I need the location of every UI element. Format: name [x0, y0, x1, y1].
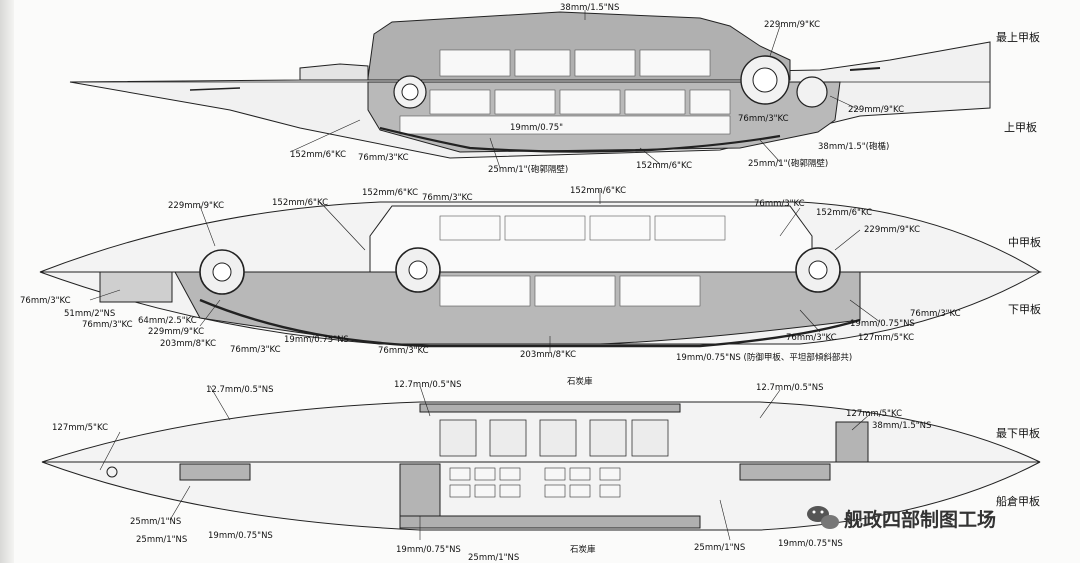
- label-mid-17: 203mm/8"KC: [520, 350, 576, 360]
- annotation-labels: 38mm/1.5"NS 229mm/9"KC 229mm/9"KC 76mm/3…: [20, 3, 1041, 563]
- top-turret-aft-inner: [401, 83, 419, 101]
- deck-label-3: 下甲板: [1008, 302, 1041, 316]
- top-gun-barrel-bow: [849, 67, 881, 71]
- bottom-hull-group: [41, 401, 1041, 531]
- label-bot-4: 127mm/5"KC: [52, 423, 108, 433]
- label-mid-21: 127mm/5"KC: [858, 333, 914, 343]
- label-mid-13: 203mm/8"KC: [160, 339, 216, 349]
- bottom-armor-fwd: [835, 421, 869, 463]
- label-mid-3: 152mm/6"KC: [570, 186, 626, 196]
- bottom-shaft-ring: [106, 466, 118, 478]
- label-mid-0: 152mm/6"KC: [272, 198, 328, 208]
- book-spine-shadow: [0, 0, 14, 563]
- deck-label-4: 最下甲板: [996, 426, 1040, 440]
- label-bot-1: 12.7mm/0.5"NS: [394, 380, 462, 390]
- label-bot-2: 石炭庫: [567, 376, 593, 387]
- label-bot-9: 19mm/0.75"NS: [208, 531, 273, 541]
- hold-engine-cells: [449, 467, 621, 498]
- hold-armor-aft: [179, 463, 251, 481]
- label-mid-1: 152mm/6"KC: [362, 188, 418, 198]
- label-top-6: 152mm/6"KC: [290, 150, 346, 160]
- label-mid-11: 64mm/2.5"KC: [138, 316, 197, 326]
- label-mid-15: 19mm/0.75"NS: [284, 335, 349, 345]
- deck-label-2: 中甲板: [1008, 235, 1041, 249]
- deck-label-5: 船倉甲板: [996, 494, 1040, 508]
- hold-armor-mid: [399, 463, 441, 517]
- top-compartments: [399, 49, 731, 135]
- watermark-text: 舰政四部制图工场: [844, 508, 996, 531]
- label-mid-20: 19mm/0.75"NS: [850, 319, 915, 329]
- lower-belt-curve: [199, 298, 861, 348]
- lower-stipple-aft: [99, 271, 173, 303]
- deck-label-1: 上甲板: [1004, 120, 1037, 134]
- label-top-10: 25mm/1"(砲郭隔壁): [748, 158, 828, 169]
- label-bot-12: 石炭庫: [570, 544, 596, 555]
- label-bot-11: 25mm/1"NS: [468, 553, 519, 563]
- bottom-boiler-block: [439, 419, 669, 457]
- top-forecastle: [299, 63, 369, 81]
- middle-compartments: [439, 215, 726, 307]
- bottom-coal-bunker-bottom: [399, 515, 701, 529]
- label-mid-16: 76mm/3"KC: [378, 346, 429, 356]
- label-top-4: 19mm/0.75": [510, 123, 563, 133]
- middle-hull-group: [39, 201, 1042, 348]
- label-top-7: 76mm/3"KC: [358, 153, 409, 163]
- label-top-5: 38mm/1.5"(砲楯): [818, 141, 889, 152]
- label-top-3: 76mm/3"KC: [738, 114, 789, 124]
- label-bot-7: 25mm/1"NS: [130, 517, 181, 527]
- hold-armor-fwd: [739, 463, 831, 481]
- label-mid-12: 229mm/9"KC: [148, 327, 204, 337]
- wechat-icon: [807, 506, 839, 529]
- label-mid-9: 51mm/2"NS: [64, 309, 115, 319]
- bottom-coal-bunker-top: [419, 403, 681, 413]
- top-casemate-bulkhead: [379, 126, 781, 153]
- label-bot-14: 19mm/0.75"NS: [778, 539, 843, 549]
- deck-label-0: 最上甲板: [996, 30, 1040, 44]
- label-mid-8: 76mm/3"KC: [20, 296, 71, 306]
- top-turret-fwd-inner: [752, 67, 778, 93]
- label-bot-0: 12.7mm/0.5"NS: [206, 385, 274, 395]
- label-top-0: 38mm/1.5"NS: [560, 3, 619, 13]
- label-bot-3: 12.7mm/0.5"NS: [756, 383, 824, 393]
- label-mid-4: 229mm/9"KC: [168, 201, 224, 211]
- middle-barbette-fwd-inner: [808, 260, 828, 280]
- watermark: 舰政四部制图工场: [807, 506, 996, 531]
- label-mid-6: 152mm/6"KC: [816, 208, 872, 218]
- label-mid-2: 76mm/3"KC: [422, 193, 473, 203]
- label-bot-5: 127mm/5"KC: [846, 409, 902, 419]
- label-mid-14: 76mm/3"KC: [230, 345, 281, 355]
- label-mid-7: 229mm/9"KC: [864, 225, 920, 235]
- leader-lines: [89, 10, 881, 541]
- middle-barbette-aft-inner: [212, 262, 232, 282]
- label-bot-8: 25mm/1"NS: [136, 535, 187, 545]
- label-top-2: 229mm/9"KC: [848, 105, 904, 115]
- label-mid-22: 76mm/3"KC: [910, 309, 961, 319]
- label-mid-18: 19mm/0.75"NS (防御甲板、平坦部傾斜部共): [676, 352, 852, 363]
- label-bot-13: 25mm/1"NS: [694, 543, 745, 553]
- top-turret-fwd2: [796, 76, 828, 108]
- label-bot-6: 38mm/1.5"NS: [872, 421, 931, 431]
- label-top-9: 152mm/6"KC: [636, 161, 692, 171]
- label-mid-5: 76mm/3"KC: [754, 199, 805, 209]
- label-mid-10: 76mm/3"KC: [82, 320, 133, 330]
- label-mid-19: 76mm/3"KC: [786, 333, 837, 343]
- label-top-8: 25mm/1"(砲郭隔壁): [488, 164, 568, 175]
- label-top-1: 229mm/9"KC: [764, 20, 820, 30]
- top-gun-barrel-stern: [189, 87, 241, 91]
- middle-barbette-mid-inner: [408, 260, 428, 280]
- label-bot-10: 19mm/0.75"NS: [396, 545, 461, 555]
- top-hull-group: [69, 11, 991, 159]
